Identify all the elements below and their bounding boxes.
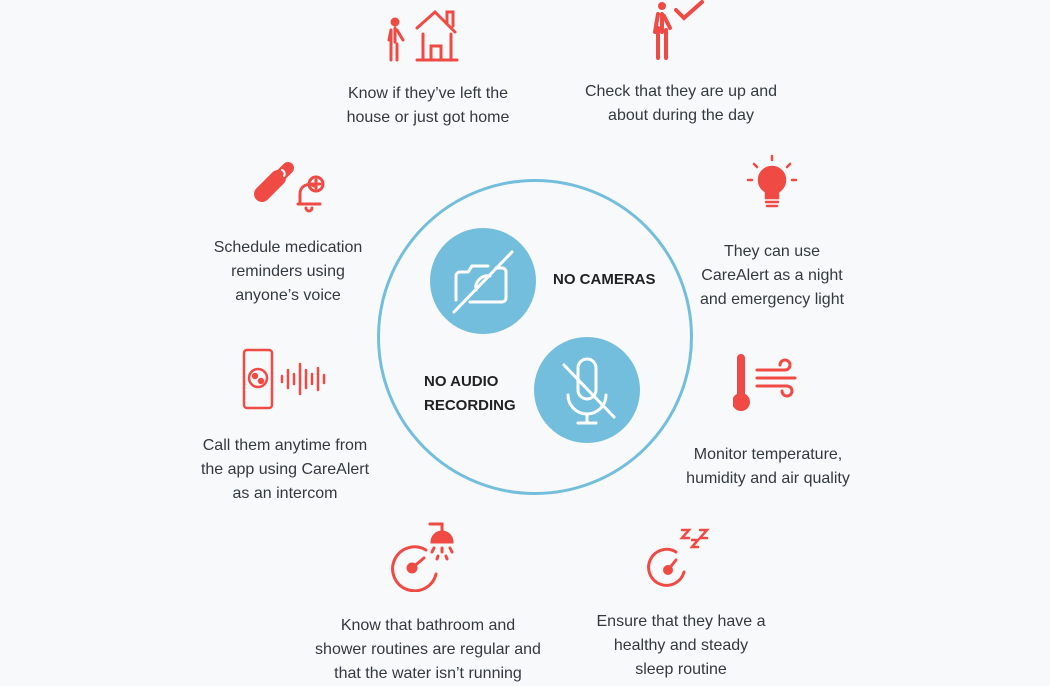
feature-text-line: healthy and steady (613, 637, 749, 654)
lightbulb-icon (746, 154, 798, 208)
feature-sleep-routine: Ensure that they have a healthy and stead… (551, 522, 811, 682)
feature-text-line: house or just got home (346, 109, 510, 126)
feature-daily-activity: Check that they are up and about during t… (551, 0, 811, 128)
feature-bathroom-routine: Know that bathroom and shower routines ar… (298, 518, 558, 686)
thermometer-wind-icon (733, 354, 797, 411)
person-check-icon (653, 0, 704, 60)
feature-text-line: Monitor temperature, (693, 446, 843, 463)
feature-text-line: humidity and air quality (686, 470, 850, 487)
feature-text-line: They can use (723, 243, 821, 260)
no-audio-label: NO AUDIO RECORDING (424, 370, 516, 418)
feature-text-line: about during the day (608, 107, 754, 124)
no-microphone-icon (562, 357, 616, 425)
no-audio-line1: NO AUDIO (424, 373, 499, 390)
shower-timer-icon (391, 522, 454, 592)
feature-intercom: Call them anytime from the app using Care… (155, 348, 415, 506)
feature-text-line: Know that bathroom and (340, 617, 516, 634)
no-camera-badge (430, 228, 536, 334)
feature-text-line: shower routines are regular and (315, 641, 541, 658)
feature-text-line: Schedule medication (213, 239, 363, 256)
feature-medication-reminders: Schedule medication reminders using anyone… (158, 158, 418, 308)
feature-text-line: Check that they are up and (584, 83, 778, 100)
feature-air-quality: Monitor temperature, humidity and air qua… (638, 352, 898, 491)
feature-text-line: sleep routine (635, 661, 727, 678)
no-camera-icon (452, 250, 514, 314)
pill-bell-icon (254, 162, 325, 213)
feature-text-line: that the water isn’t running (334, 665, 522, 682)
feature-text-line: reminders using (231, 263, 345, 280)
feature-text-line: the app using CareAlert (200, 461, 370, 478)
feature-home-presence: Know if they’ve left the house or just go… (298, 4, 558, 130)
person-house-icon (387, 9, 459, 62)
feature-text-line: CareAlert as a night (701, 267, 843, 284)
feature-text-line: as an intercom (232, 485, 338, 502)
no-audio-line2: RECORDING (424, 397, 516, 414)
no-audio-badge (534, 337, 640, 443)
no-cameras-label: NO CAMERAS (553, 271, 656, 288)
feature-text-line: Ensure that they have a (596, 613, 766, 630)
intercom-icon (242, 348, 326, 410)
sleep-timer-icon (647, 528, 710, 587)
feature-text-line: anyone’s voice (235, 287, 341, 304)
feature-text-line: and emergency light (699, 291, 845, 308)
feature-text-line: Know if they’ve left the (347, 85, 509, 102)
feature-text-line: Call them anytime from (202, 437, 368, 454)
privacy-circle (377, 179, 693, 495)
